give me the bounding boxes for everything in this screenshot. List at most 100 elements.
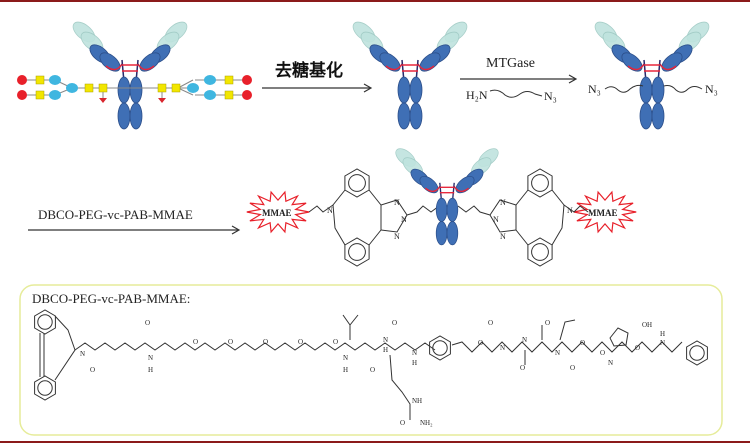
- atom-label: O: [520, 364, 525, 372]
- atom-label: N: [500, 344, 505, 352]
- fc-domain: [129, 76, 143, 104]
- atom-label: O: [392, 319, 397, 327]
- fucose-triangle: [158, 98, 166, 103]
- atom-label: N: [555, 349, 560, 357]
- sialic-acid: [17, 75, 27, 85]
- cyclooctyne-ring: [515, 189, 565, 246]
- galnac-square: [224, 90, 234, 100]
- mmae-label-left: MMAE: [262, 208, 292, 218]
- dbco-triazole-right: [457, 168, 589, 267]
- benzene-ring: [344, 168, 370, 198]
- dbco-atom-label: N: [394, 232, 400, 241]
- alkyl-linker: [457, 205, 491, 216]
- amide-linker: [308, 204, 334, 213]
- amine-linker: [489, 89, 543, 98]
- fc-domain: [129, 102, 143, 130]
- fc-domain: [409, 76, 423, 104]
- azide-antibody: [594, 21, 710, 130]
- fc-domain: [446, 197, 459, 222]
- benzene-ring-ring: [348, 174, 366, 192]
- cyclooctyne-ring: [332, 189, 382, 246]
- structure-box: [19, 284, 723, 436]
- heavy-chain-fab: [139, 52, 161, 72]
- fc-domain: [446, 221, 459, 246]
- dbco-atom-label: N: [500, 198, 506, 207]
- mannose-circle: [204, 75, 216, 85]
- atom-label: O: [600, 349, 605, 357]
- hinge-curve: [137, 63, 155, 71]
- fc-domain: [117, 102, 131, 130]
- hinge-curve: [627, 63, 645, 71]
- dbco-atom-label: N: [567, 206, 573, 215]
- dbco-benzene-ring: [37, 314, 53, 330]
- atom-label: O: [400, 419, 405, 427]
- pab-benzene: [429, 335, 451, 361]
- benzene-ring: [527, 168, 553, 198]
- atom-label: O: [488, 319, 493, 327]
- mannose-circle: [66, 83, 78, 93]
- benzene-ring-ring: [531, 243, 549, 261]
- galnac-square: [35, 90, 45, 100]
- heavy-chain-fab: [379, 52, 401, 72]
- dbco-core: [39, 315, 76, 381]
- heavy-chain-fab: [99, 52, 121, 72]
- starburst-outline: [246, 190, 310, 234]
- phenyl-ring-ring: [689, 345, 705, 361]
- atom-label: H: [343, 366, 348, 374]
- sialic-acid: [17, 90, 27, 100]
- atom-label: N: [383, 336, 388, 344]
- fc-domain: [651, 76, 665, 104]
- atom-label: H: [148, 366, 153, 374]
- atom-label: O: [370, 366, 375, 374]
- pab-benzene-ring: [432, 340, 448, 356]
- atom-label: O: [145, 319, 150, 327]
- arrow-click: [28, 225, 241, 235]
- galnac-square: [171, 83, 181, 93]
- dbco-benzene: [34, 375, 56, 401]
- hinge-curve: [424, 186, 441, 193]
- mmae-label-right: MMAE: [588, 208, 618, 218]
- hinge-curve: [385, 63, 403, 71]
- arrow-mtgase: [460, 74, 578, 84]
- deglycosylated-antibody: [352, 21, 468, 130]
- heavy-chain-fab: [419, 52, 441, 72]
- galnac-square: [224, 75, 234, 85]
- atom-label: H: [383, 346, 388, 354]
- amide-linker: [563, 204, 589, 213]
- atom-label: N: [148, 354, 153, 362]
- atom-label: NH: [412, 397, 422, 405]
- azide-label-right: N₃: [705, 82, 718, 96]
- side-groups: [342, 314, 576, 365]
- galnac-square: [84, 83, 94, 93]
- atom-label: O: [580, 339, 585, 347]
- citrulline-side-chain: [389, 354, 411, 420]
- sialic-acid: [242, 75, 252, 85]
- fc-domain: [639, 76, 653, 104]
- dbco-atom-label: N: [493, 215, 499, 224]
- dbco-benzene-ring: [37, 380, 53, 396]
- dbco-atom-label: N: [401, 215, 407, 224]
- fc-domain: [639, 102, 653, 130]
- top-border: [0, 0, 750, 2]
- dbco-atom-label: N: [327, 206, 333, 215]
- atom-label: O: [570, 364, 575, 372]
- fc-domain: [651, 102, 665, 130]
- heavy-chain-fab: [661, 52, 683, 72]
- arrow-deglycosylation: [262, 83, 373, 93]
- phenyl-ring: [686, 340, 708, 366]
- hinge-curve: [417, 63, 435, 71]
- atom-label: N: [608, 359, 613, 367]
- hinge-curve: [659, 63, 677, 71]
- mannose-circle: [187, 83, 199, 93]
- heavy-chain-fab: [455, 175, 475, 194]
- fc-domain: [435, 221, 448, 246]
- atom-label: N: [343, 354, 348, 362]
- glycosylated-antibody: [72, 21, 188, 130]
- glycan-branch: [177, 79, 194, 89]
- bottom-border: [0, 441, 750, 443]
- atom-label: NH₂: [420, 419, 433, 427]
- amine-reagent-h2n: H₂N: [466, 88, 488, 102]
- atom-label: O: [90, 366, 95, 374]
- atom-label: O: [263, 338, 268, 346]
